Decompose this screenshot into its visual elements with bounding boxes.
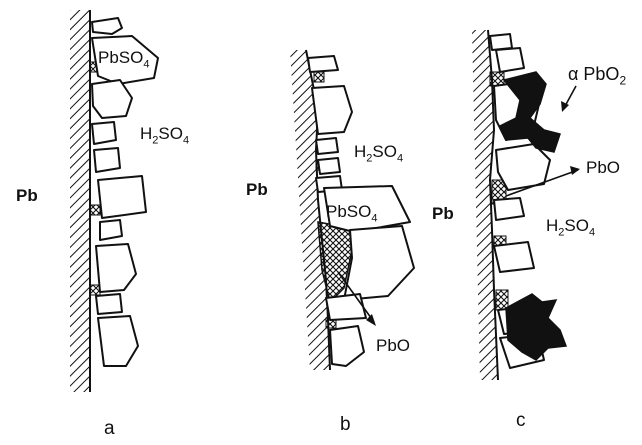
panel-c-crystal xyxy=(496,48,524,72)
panel-c xyxy=(472,30,580,380)
panel-c-crystal xyxy=(494,242,534,272)
panel-c-dioxide-label: α PbO2 xyxy=(568,64,626,88)
panel-a-crystal xyxy=(98,176,146,218)
panel-a-crystal xyxy=(96,244,136,292)
panel-a-crystal xyxy=(98,316,138,366)
panel-b-sulfate-label: PbSO4 xyxy=(326,202,377,224)
panel-a-crystal xyxy=(92,18,122,34)
panel-b-crystal xyxy=(312,86,352,134)
panel-b-crystal xyxy=(330,326,364,366)
panel-a-letter: a xyxy=(104,418,115,440)
panel-a-crystal xyxy=(94,148,120,172)
panel-a-acid-label: H2SO4 xyxy=(140,124,189,146)
panel-a-oxide-layer xyxy=(90,205,100,215)
panel-b-letter: b xyxy=(340,414,351,436)
panel-b-oxide-label: PbO xyxy=(376,336,410,356)
panel-a-crystal xyxy=(92,80,132,118)
panel-a-crystal xyxy=(92,122,116,144)
panel-c-acid-label: H2SO4 xyxy=(546,216,595,238)
panel-b-crystal xyxy=(308,56,338,72)
panel-b-metal-label: Pb xyxy=(246,180,268,200)
panel-b-crystal xyxy=(316,138,338,154)
panel-a-oxide-layer xyxy=(90,285,100,295)
panel-b-oxide-layer xyxy=(314,72,324,82)
panel-b-crystal xyxy=(344,226,414,300)
panel-c-oxide-layer xyxy=(490,72,504,86)
panel-a-sulfate-label: PbSO4 xyxy=(98,48,149,70)
panel-c-crystal xyxy=(490,34,512,50)
panel-c-oxide-layer xyxy=(496,290,508,310)
panel-c-letter: c xyxy=(516,410,526,432)
panel-b-acid-label: H2SO4 xyxy=(354,142,403,164)
panel-b-crystal xyxy=(318,158,340,174)
panel-c-metal-label: Pb xyxy=(432,204,454,224)
panel-a-metal-label: Pb xyxy=(16,186,38,206)
panel-c-pbo-arrowhead xyxy=(570,166,580,175)
panel-a-crystal xyxy=(96,294,122,314)
panel-b-pbo-arrowhead xyxy=(366,314,376,326)
panel-c-crystal xyxy=(494,198,524,220)
panel-c-oxide-label: PbO xyxy=(586,158,620,178)
panel-b-crystal xyxy=(326,294,366,320)
panel-a-lead-electrode xyxy=(70,10,90,392)
panel-a-crystal xyxy=(100,220,122,240)
